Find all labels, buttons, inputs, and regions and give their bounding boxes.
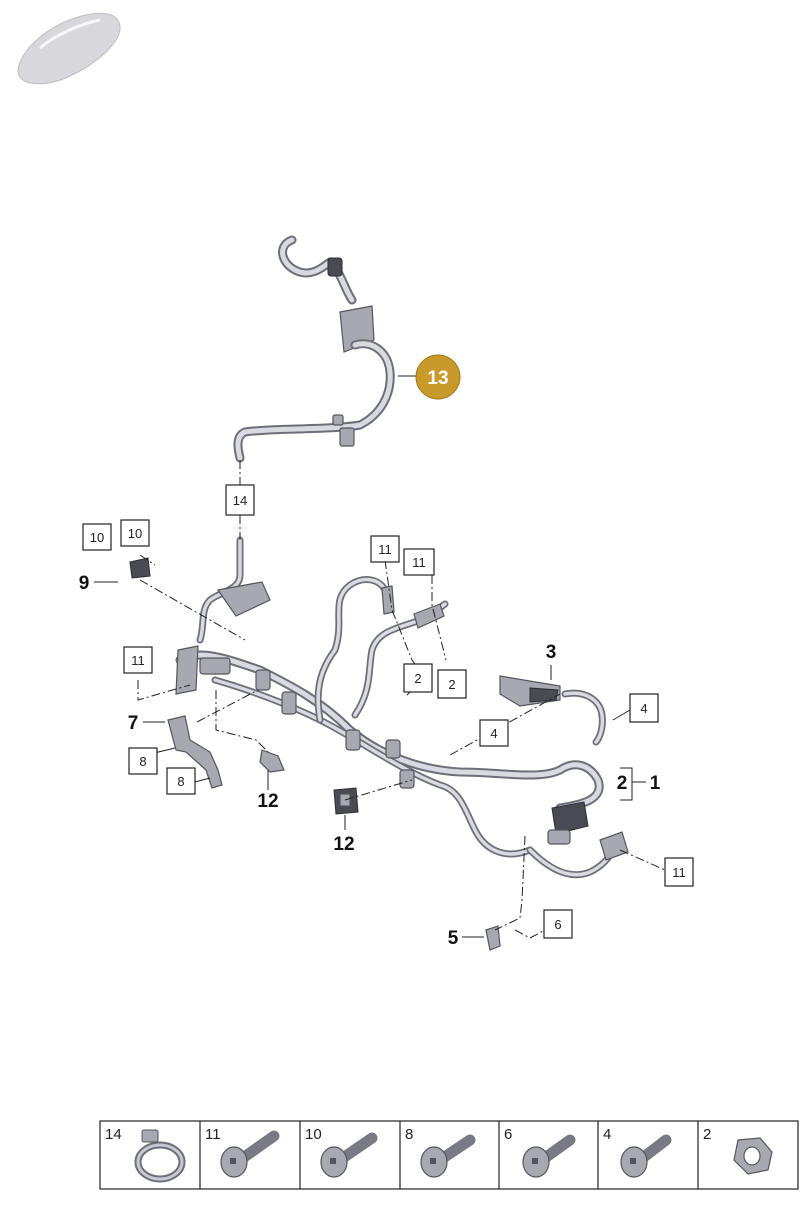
label-12-upper: 12 — [257, 791, 278, 812]
table-cell[interactable]: 10 — [305, 1126, 378, 1178]
label-12-lower: 12 — [333, 834, 354, 855]
upper-hose-13 — [233, 235, 395, 463]
svg-text:2: 2 — [448, 677, 455, 692]
callout-box-10-right: 10 — [120, 519, 150, 547]
svg-text:14: 14 — [233, 493, 247, 508]
bolt-icon — [620, 1134, 672, 1178]
label-3: 3 — [546, 642, 557, 663]
callout-box-11-upper: 11 — [370, 535, 400, 563]
svg-text:11: 11 — [378, 542, 392, 557]
svg-text:4: 4 — [490, 726, 497, 741]
table-cell[interactable]: 4 — [603, 1126, 672, 1178]
callout-box-6: 6 — [543, 909, 573, 939]
svg-text:14: 14 — [105, 1126, 122, 1143]
svg-text:4: 4 — [640, 701, 647, 716]
callout-13-highlight[interactable]: 13 — [415, 354, 461, 400]
svg-text:13: 13 — [427, 368, 448, 389]
label-7: 7 — [128, 713, 139, 734]
svg-text:6: 6 — [504, 1126, 512, 1143]
vehicle-thumbnail-icon — [17, 12, 121, 85]
clip-10 — [129, 557, 151, 579]
svg-text:2: 2 — [703, 1126, 711, 1143]
callout-box-2-right: 2 — [437, 669, 467, 699]
hardware-table: 14 11 10 8 — [99, 1120, 799, 1190]
callout-box-14: 14 — [225, 484, 255, 516]
callout-box-8-lower: 8 — [166, 767, 196, 795]
hose-clamp-icon — [134, 1129, 186, 1183]
label-2: 2 — [617, 773, 628, 794]
clip-12-upper — [259, 749, 285, 773]
nut-icon — [733, 1137, 773, 1175]
svg-text:10: 10 — [128, 526, 142, 541]
callout-box-8-upper: 8 — [128, 747, 158, 775]
svg-text:10: 10 — [305, 1126, 322, 1143]
callout-box-11-upper-right: 11 — [403, 548, 435, 576]
table-cell[interactable]: 2 — [703, 1126, 773, 1175]
bolt-icon — [320, 1132, 378, 1178]
bracket-5 — [485, 925, 501, 951]
svg-text:11: 11 — [672, 865, 686, 880]
svg-text:6: 6 — [554, 917, 561, 932]
svg-text:11: 11 — [131, 653, 145, 668]
callout-box-4-center: 4 — [479, 719, 509, 747]
table-cell[interactable]: 11 — [205, 1126, 280, 1178]
callout-box-10-left: 10 — [82, 523, 112, 551]
callout-box-4-right: 4 — [629, 693, 659, 723]
bracket-8 — [167, 715, 223, 789]
table-cell[interactable]: 8 — [405, 1126, 476, 1178]
table-cell[interactable]: 6 — [504, 1126, 576, 1178]
bolt-icon — [220, 1130, 280, 1178]
svg-text:2: 2 — [414, 671, 421, 686]
bracket-3 — [499, 675, 606, 746]
callout-box-11-right: 11 — [664, 857, 694, 887]
svg-text:10: 10 — [90, 530, 104, 545]
callout-box-2-left: 2 — [403, 663, 433, 693]
label-9: 9 — [79, 573, 90, 594]
svg-text:11: 11 — [205, 1126, 221, 1143]
bolt-icon — [420, 1134, 476, 1178]
label-5: 5 — [448, 928, 459, 949]
svg-text:8: 8 — [139, 754, 146, 769]
svg-text:8: 8 — [177, 774, 184, 789]
table-cell[interactable]: 14 — [105, 1126, 186, 1183]
bolt-icon — [522, 1134, 576, 1178]
svg-text:11: 11 — [412, 555, 426, 570]
svg-text:4: 4 — [603, 1126, 611, 1143]
callout-box-11-left: 11 — [123, 646, 153, 674]
svg-text:8: 8 — [405, 1126, 413, 1143]
main-line-assembly — [175, 536, 629, 879]
label-1: 1 — [650, 773, 661, 794]
clip-12-lower — [333, 787, 359, 815]
